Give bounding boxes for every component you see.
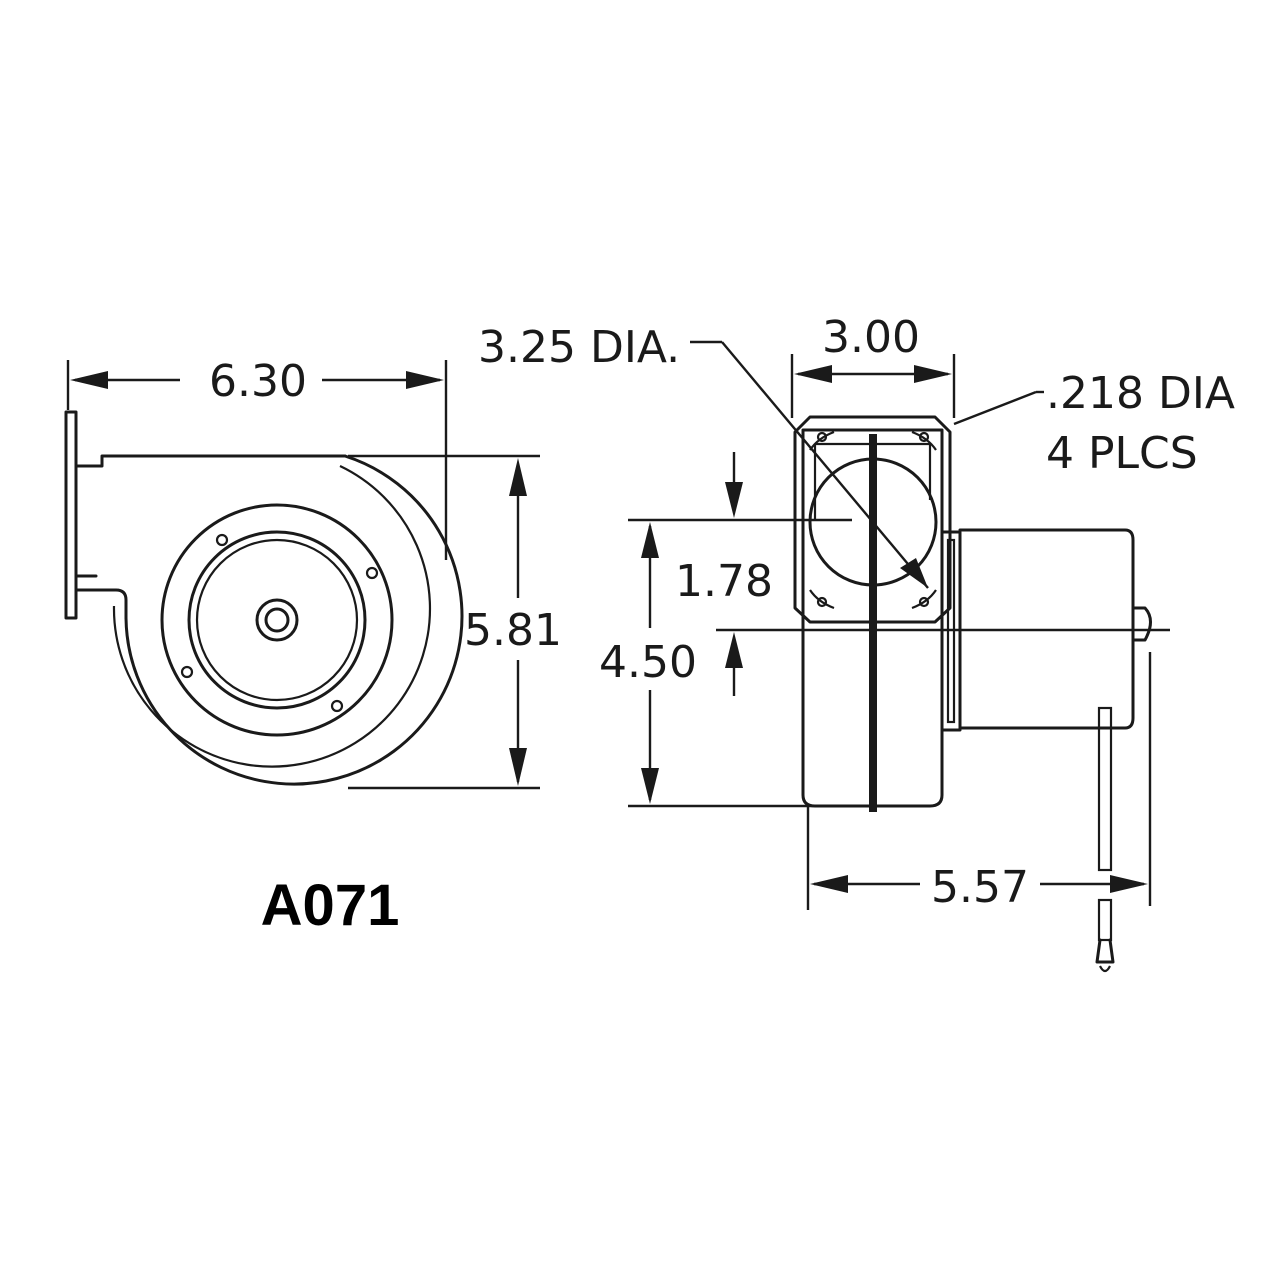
plate-screw xyxy=(330,699,344,713)
plate-screw xyxy=(180,665,194,679)
lead-wire xyxy=(1095,706,1115,973)
dim-hole-count: 4 PLCS xyxy=(1046,428,1198,479)
side-view: 3.25 DIA. 3.00 .218 DIA 4 PLCS 1.78 4.50 xyxy=(478,312,1235,973)
inlet-flange xyxy=(793,415,952,624)
dim-flange-width: 3.00 xyxy=(822,312,920,363)
mounting-flange xyxy=(64,410,78,620)
plate-screw xyxy=(365,566,379,580)
housing-body xyxy=(801,428,944,808)
motor-plate xyxy=(160,503,394,737)
dim-offset: 1.78 xyxy=(675,556,773,607)
flange-holes xyxy=(809,430,937,610)
dim-width-front: 6.30 xyxy=(209,356,307,407)
dim-inlet-dia: 3.25 DIA. xyxy=(478,322,680,373)
dim-outlet-height: 4.50 xyxy=(599,637,697,688)
motor-shaft xyxy=(1131,606,1152,642)
model-label: A071 xyxy=(261,873,400,938)
dim-height-front: 5.81 xyxy=(464,605,562,656)
dim-hole-dia: .218 DIA xyxy=(1046,368,1235,419)
outlet-duct xyxy=(74,454,347,468)
plate-screw xyxy=(215,533,229,547)
shaft-hub xyxy=(255,598,299,642)
dim-depth: 5.57 xyxy=(931,862,1029,913)
motor-flange xyxy=(940,530,962,732)
front-view: 6.30 5.81 xyxy=(64,356,562,790)
